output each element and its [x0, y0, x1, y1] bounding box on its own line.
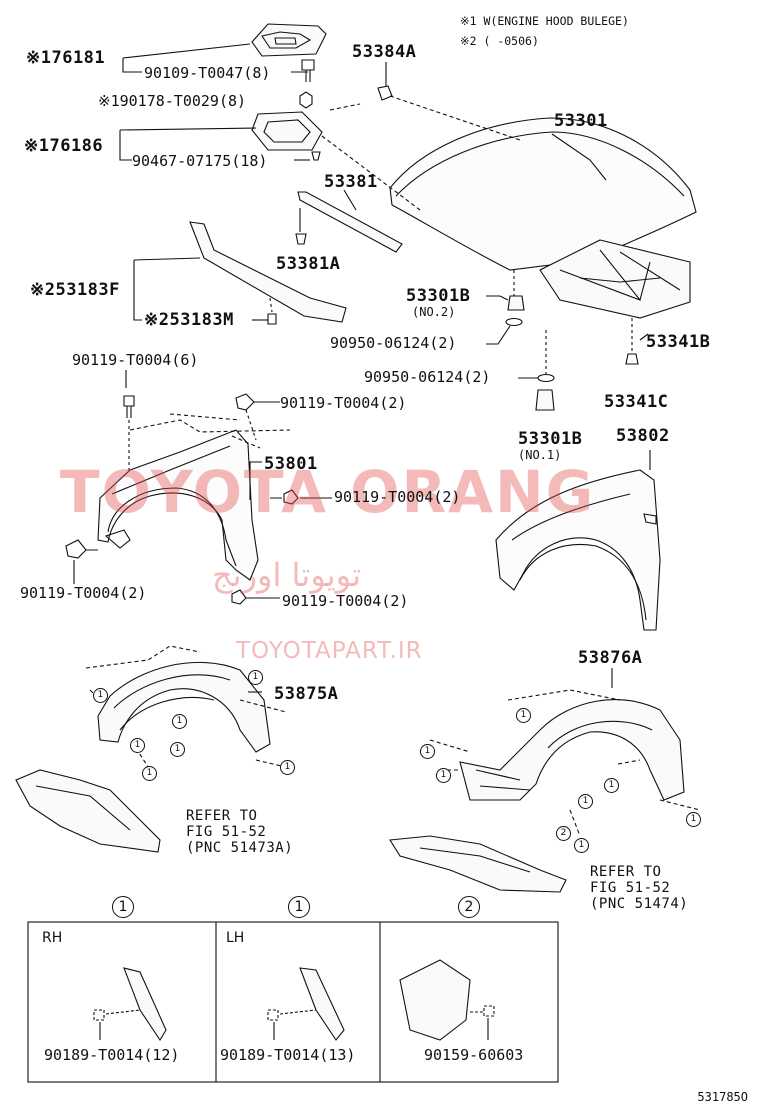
hood-drawing [389, 117, 697, 319]
callout-1: 1 [578, 794, 593, 809]
figure-code: 531785O [697, 1090, 748, 1104]
part-label-53301B-no2-sub: (NO.2) [412, 305, 456, 319]
part-label-90119-6[interactable]: 90119-T0004(6) [72, 351, 199, 369]
refer-note-left[interactable]: REFER TO FIG 51-52 (PNC 51473A) [186, 808, 294, 857]
part-label-90119-2a[interactable]: 90119-T0004(2) [280, 394, 407, 412]
callout-1: 1 [280, 760, 295, 775]
part-label-53301B-no1[interactable]: 53301B [518, 429, 583, 449]
callout-1: 1 [436, 768, 451, 783]
part-label-53381A[interactable]: 53381A [276, 254, 341, 274]
panel-side-lh: LH [226, 930, 245, 946]
callout-1: 1 [604, 778, 619, 793]
callout-1: 1 [574, 838, 589, 853]
watermark-site: TOYOTAPART.IR [236, 638, 423, 664]
right-fender-drawing [495, 469, 661, 631]
refer-note-right[interactable]: REFER TO FIG 51-52 (PNC 51474) [590, 864, 689, 913]
panel-side-rh: RH [42, 930, 63, 946]
part-label-53183F[interactable]: ※253183F [30, 280, 120, 300]
panel-callout-3: 2 [458, 896, 480, 918]
part-label-90109[interactable]: 90109-T0047(8) [144, 64, 271, 82]
part-label-90119-2c[interactable]: 90119-T0004(2) [20, 584, 147, 602]
part-label-90950-b[interactable]: 90950-06124(2) [364, 368, 491, 386]
part-label-90119-2b[interactable]: 90119-T0004(2) [334, 488, 461, 506]
part-label-53341B[interactable]: 53341B [646, 332, 711, 352]
right-liner-drawing [459, 699, 685, 801]
part-label-53301B-no1-sub: (NO.1) [518, 448, 562, 462]
hood-seal-drawing [251, 111, 323, 151]
part-label-90950-a[interactable]: 90950-06124(2) [330, 334, 457, 352]
part-label-53183M[interactable]: ※253183M [144, 310, 234, 330]
callout-1: 1 [130, 738, 145, 753]
part-label-190178[interactable]: ※190178-T0029(8) [98, 92, 247, 110]
part-label-53341C[interactable]: 53341C [604, 392, 669, 412]
note-1: ※1 W(ENGINE HOOD BULEGE) [460, 14, 629, 28]
part-label-53876A[interactable]: 53876A [578, 648, 643, 668]
callout-1: 1 [170, 742, 185, 757]
part-label-176186[interactable]: ※176186 [24, 136, 104, 156]
left-liner-drawing [97, 661, 271, 753]
panel-callout-1: 1 [112, 896, 134, 918]
watermark-main: TOYOTA ORANG [60, 458, 596, 526]
callout-1: 1 [420, 744, 435, 759]
part-label-90467[interactable]: 90467-07175(18) [132, 152, 268, 170]
watermark-arabic: تويوتا اورنج [212, 556, 362, 594]
callout-2: 2 [556, 826, 571, 841]
callout-1: 1 [172, 714, 187, 729]
part-label-176181[interactable]: ※176181 [26, 48, 106, 68]
part-label-53384A[interactable]: 53384A [352, 42, 417, 62]
part-label-53381[interactable]: 53381 [324, 172, 378, 192]
callout-1: 1 [142, 766, 157, 781]
panel-part-rh[interactable]: 90189-T0014(12) [44, 1046, 180, 1064]
part-label-53301[interactable]: 53301 [554, 111, 608, 131]
part-label-53801[interactable]: 53801 [264, 454, 318, 474]
part-label-53802[interactable]: 53802 [616, 426, 670, 446]
callout-1: 1 [686, 812, 701, 827]
hood-bulge-drawing [251, 23, 327, 57]
left-fender-drawing [97, 429, 259, 581]
callout-1: 1 [248, 670, 263, 685]
panel-part-3[interactable]: 90159-60603 [424, 1046, 524, 1064]
part-label-90119-2d[interactable]: 90119-T0004(2) [282, 592, 409, 610]
callout-1: 1 [93, 688, 108, 703]
part-label-53301B-no2[interactable]: 53301B [406, 286, 471, 306]
note-2: ※2 ( -0506) [460, 34, 539, 48]
panel-callout-2: 1 [288, 896, 310, 918]
part-label-53875A[interactable]: 53875A [274, 684, 339, 704]
panel-part-lh[interactable]: 90189-T0014(13) [220, 1046, 356, 1064]
callout-1: 1 [516, 708, 531, 723]
